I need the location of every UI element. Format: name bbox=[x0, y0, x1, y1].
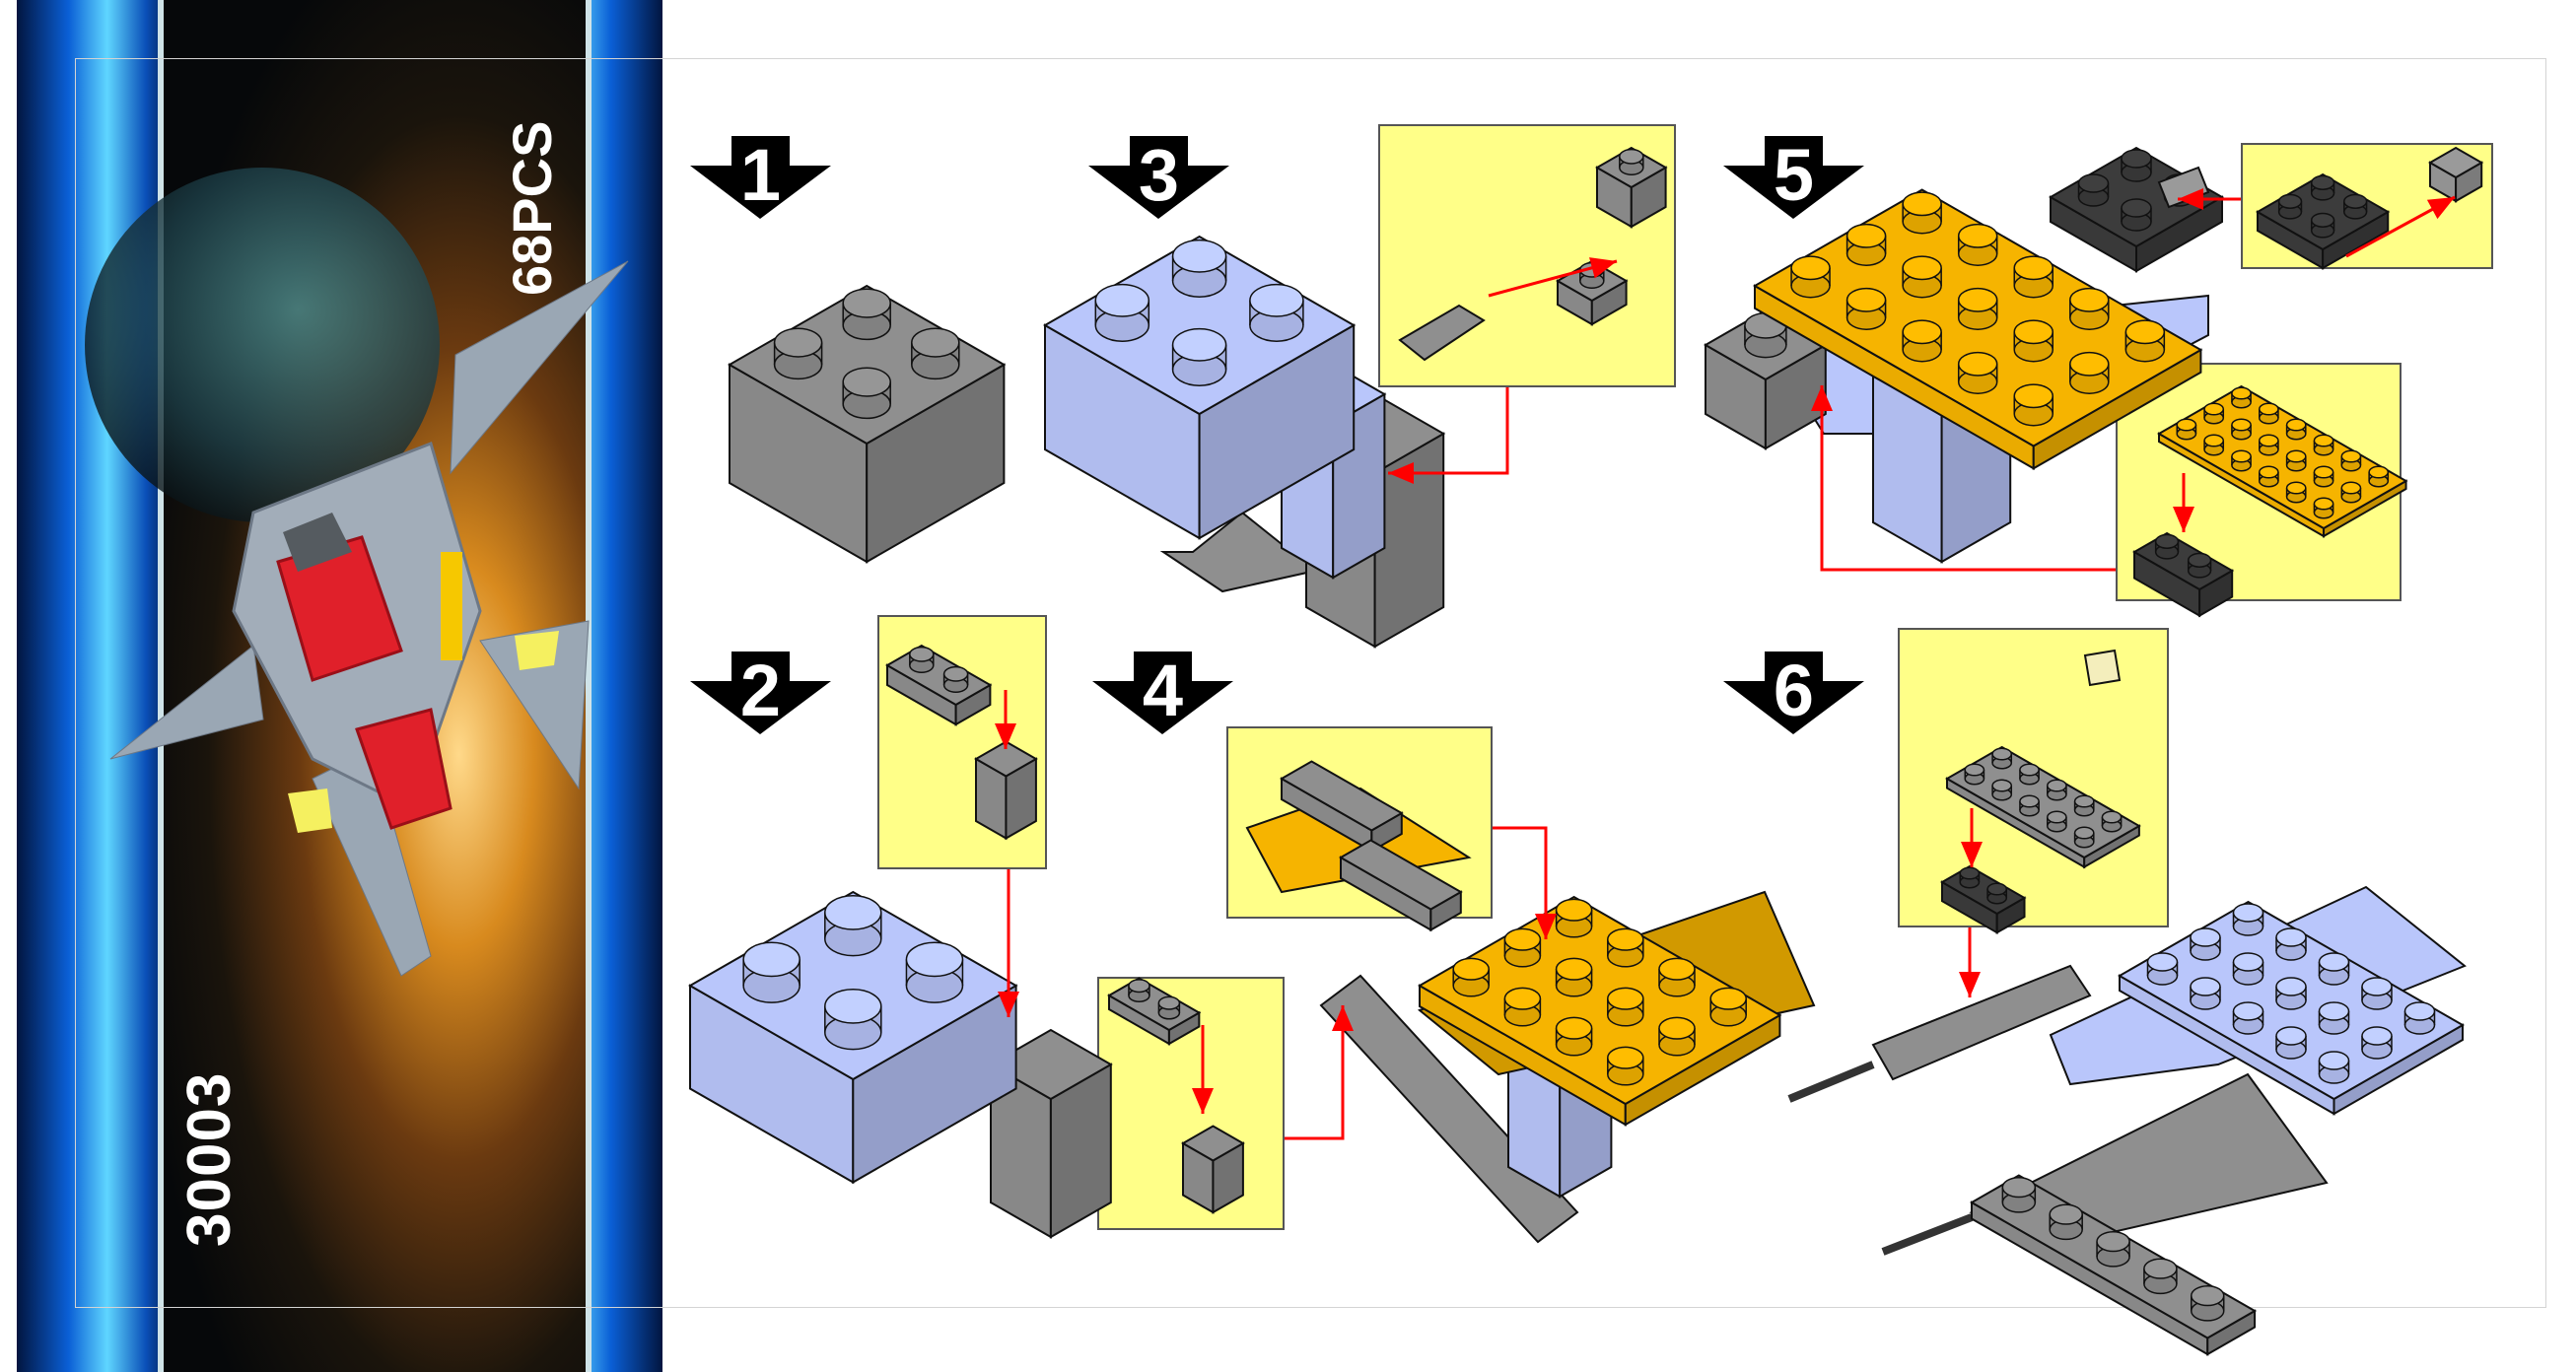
step-number: 3 bbox=[1138, 134, 1180, 216]
arrow-step-4-callout bbox=[1192, 1025, 1214, 1114]
arrow-step-5-callout bbox=[2345, 195, 2456, 258]
arrow-step-6 bbox=[1959, 927, 1981, 997]
step-5-model bbox=[1703, 146, 2225, 564]
down-arrow-icon bbox=[1723, 652, 1864, 734]
step-2-marker: 2 bbox=[690, 650, 831, 734]
step-2-callout-parts bbox=[884, 644, 1038, 841]
step-number: 5 bbox=[1773, 134, 1815, 216]
step-2-model bbox=[687, 890, 1113, 1239]
step-3-model bbox=[1042, 235, 1446, 649]
arrow-step-4-bottom bbox=[1285, 1005, 1354, 1140]
cover-image: 30003 68PCS bbox=[17, 0, 662, 1372]
step-5-callout-parts bbox=[2131, 146, 2484, 618]
step-number: 2 bbox=[739, 650, 782, 731]
down-arrow-icon bbox=[1092, 652, 1233, 734]
arrow-step-5 bbox=[1811, 385, 2116, 572]
step-4-marker: 4 bbox=[1092, 650, 1233, 734]
step-1-model bbox=[727, 284, 1007, 564]
step-3-callout-parts bbox=[1398, 146, 1668, 362]
arrow-step-2-callout bbox=[995, 690, 1016, 749]
arrow-step-6-callout bbox=[1961, 808, 1983, 867]
arrow-step-5-bottom-callout bbox=[2173, 473, 2194, 532]
down-arrow-icon bbox=[1088, 136, 1229, 219]
arrow-step-4-top bbox=[1493, 826, 1557, 939]
spaceship-illustration bbox=[109, 260, 629, 977]
step-number: 6 bbox=[1773, 650, 1815, 731]
arrow-step-5-top bbox=[2178, 188, 2241, 210]
arrow-step-2 bbox=[998, 869, 1019, 1017]
step-4-model bbox=[1319, 890, 1816, 1244]
step-4-callout-parts bbox=[1106, 760, 1472, 1214]
down-arrow-icon bbox=[690, 652, 831, 734]
down-arrow-icon bbox=[690, 136, 831, 219]
step-6-callout-parts bbox=[1939, 649, 2141, 934]
step-number: 1 bbox=[739, 134, 782, 216]
arrow-step-3 bbox=[1388, 387, 1509, 484]
step-number: 4 bbox=[1142, 650, 1184, 731]
step-6-model bbox=[1787, 885, 2467, 1356]
step-6-marker: 6 bbox=[1723, 650, 1864, 734]
down-arrow-icon bbox=[1723, 136, 1864, 219]
step-3-marker: 3 bbox=[1088, 134, 1229, 219]
step-1-marker: 1 bbox=[690, 134, 831, 219]
arrow-step-3-callout bbox=[1488, 257, 1618, 298]
step-5-marker: 5 bbox=[1723, 134, 1864, 219]
